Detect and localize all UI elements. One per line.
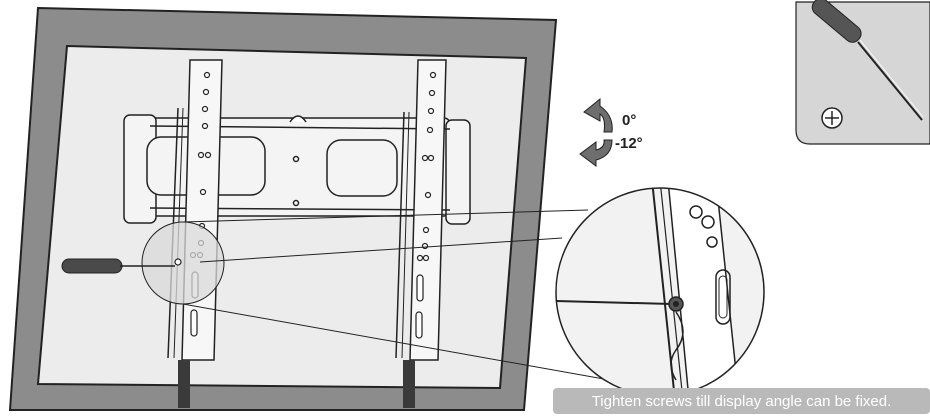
- arm-right-holes: [415, 71, 437, 339]
- mounting-hole: [424, 191, 432, 199]
- zoom-spring-clip: [670, 311, 684, 381]
- vertical-arm-right: [395, 59, 447, 408]
- instruction-caption-text: Tighten screws till display angle can be…: [591, 392, 892, 410]
- tool-inset: [795, 0, 930, 145]
- tool-inset-panel: [795, 1, 930, 145]
- mounting-hole: [197, 151, 205, 159]
- zoom-screw-core: [673, 301, 679, 307]
- arm-right-flange: [395, 111, 405, 359]
- wall-plate-end-right: [445, 119, 471, 225]
- screw-highlight-circle: [141, 221, 225, 305]
- tool-screwdriver-handle: [811, 0, 862, 43]
- arm-right-foot: [403, 360, 415, 408]
- mounting-hole: [421, 242, 429, 250]
- zoom-hole: [706, 236, 718, 248]
- zoom-hole: [701, 215, 715, 229]
- wall-plate: [123, 114, 471, 225]
- tool-screwdriver-shaft: [857, 41, 923, 121]
- mounting-hole: [203, 71, 211, 79]
- instruction-caption: Tighten screws till display angle can be…: [553, 388, 930, 414]
- mounting-hole: [204, 151, 212, 159]
- mounting-hole: [202, 88, 210, 96]
- tilt-angle-max-label: 0°: [622, 112, 637, 129]
- phillips-screwdriver-icon: [811, 0, 924, 121]
- mounting-hole: [426, 126, 434, 134]
- mounting-hole: [422, 226, 430, 234]
- zoom-leader-line-top: [182, 209, 589, 223]
- mounting-hole: [429, 71, 437, 79]
- mounting-slot: [416, 274, 424, 302]
- wall-plate-slot-right: [326, 139, 398, 197]
- arm-left-foot: [178, 360, 190, 408]
- tilt-arrow-up: [583, 97, 613, 133]
- zoom-arm-edge: [659, 188, 685, 396]
- mounting-hole: [201, 105, 209, 113]
- arm-right-edge: [401, 111, 410, 359]
- mounting-hole: [416, 254, 424, 262]
- zoom-slot: [715, 269, 731, 325]
- mounting-hole: [428, 89, 436, 97]
- wall-plate-hole: [292, 199, 300, 207]
- tilt-angle-min-label: -12°: [615, 135, 643, 152]
- tilt-arrow-down: [579, 139, 613, 167]
- wall-plate-hole: [292, 155, 300, 163]
- zoom-screwdriver-shaft: [556, 300, 673, 305]
- mounting-slot: [190, 309, 198, 337]
- mounting-hole: [199, 188, 207, 196]
- curved-tilt-arrows-icon: [579, 97, 613, 167]
- mounting-hole: [427, 107, 435, 115]
- mounting-hole: [427, 154, 435, 162]
- phillips-head-icon: [821, 107, 843, 129]
- screwdriver-handle: [61, 258, 123, 274]
- tool-screwdriver-shaft-highlight: [859, 39, 924, 118]
- mounting-hole: [422, 254, 430, 262]
- zoom-detail-view: [555, 187, 765, 397]
- zoom-slot-inner: [718, 275, 728, 319]
- target-screw: [174, 258, 182, 266]
- zoom-leader-line-middle: [199, 237, 563, 263]
- mounting-hole: [201, 122, 209, 130]
- zoom-hole: [689, 205, 703, 219]
- screwdriver-in-use: [61, 258, 175, 274]
- mounting-slot: [415, 311, 423, 339]
- wall-plate-hook: [289, 115, 307, 123]
- mounting-hole: [421, 154, 429, 162]
